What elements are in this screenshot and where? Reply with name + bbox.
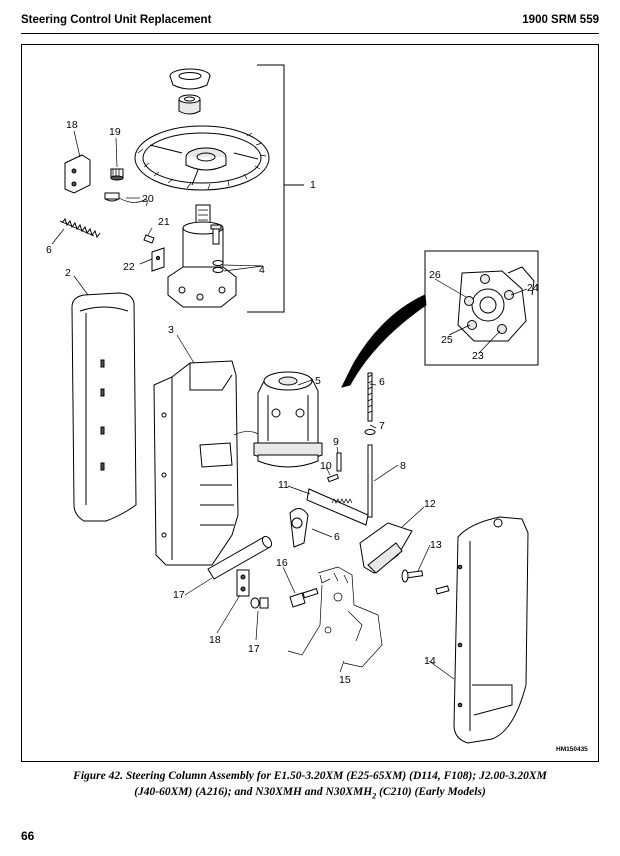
callout-6-rod: 6 (379, 376, 385, 388)
drawing-number: HM150435 (556, 746, 588, 753)
callout-4: 4 (259, 264, 265, 276)
header-section-title: Steering Control Unit Replacement (21, 14, 212, 26)
part-23-clip (143, 234, 155, 244)
callout-18: 18 (209, 634, 221, 646)
bolt-16 (289, 588, 319, 608)
figure-caption: Figure 42. Steering Column Assembly for … (21, 768, 599, 804)
callout-10: 10 (320, 460, 332, 472)
tilt-pedal (359, 522, 413, 574)
steering-cap (169, 68, 211, 90)
tilt-rod (364, 372, 376, 518)
header-rule (21, 33, 599, 34)
callout-8: 8 (400, 460, 406, 472)
callout-25: 23 (472, 350, 484, 362)
callout-17: 17 (248, 643, 260, 655)
pin-9 (336, 452, 342, 472)
part-24-bracket (151, 247, 165, 272)
caption-line-1: Figure 42. Steering Column Assembly for … (73, 770, 547, 782)
callout-9: 9 (333, 436, 339, 448)
callout-11: 11 (278, 479, 289, 491)
callout-19: 17 (173, 589, 185, 601)
column-frame (153, 360, 273, 566)
assembly-bracket (247, 64, 304, 313)
callout-23: 21 (158, 216, 170, 228)
callout-2: 2 (65, 267, 71, 279)
steering-column-diagram: 18 19 20 21 22 1 4 6 2 3 5 6 7 8 9 10 11… (46, 64, 588, 753)
callout-20: 18 (66, 119, 78, 131)
callout-7: 7 (379, 420, 385, 432)
steering-wheel (134, 125, 270, 191)
right-cover-panel (435, 516, 529, 744)
inset-detail (424, 250, 539, 366)
callout-28: 26 (429, 269, 441, 281)
part-22-switch (104, 192, 148, 207)
caption-subscript: 2 (372, 791, 377, 801)
callout-13: 13 (430, 539, 442, 551)
page-number: 66 (21, 829, 35, 843)
callout-15: 15 (339, 674, 351, 686)
callout-6-upper: 6 (46, 244, 52, 256)
caption-line-2: (J40-60XM) (A216); and N30XMH and N30XMH… (21, 784, 599, 804)
steering-column-base (167, 204, 237, 308)
detail-pointer (341, 294, 427, 388)
coil-spring (289, 508, 309, 548)
header-manual-number: 1900 SRM 559 (522, 14, 599, 26)
callout-16: 16 (276, 557, 288, 569)
callout-labels: 18 19 20 21 22 1 4 6 2 3 5 6 7 8 9 10 11… (46, 119, 588, 753)
callout-21: 19 (109, 126, 121, 138)
figure-frame (21, 44, 599, 762)
callout-12: 12 (424, 498, 436, 510)
pedal-bracket-assembly (287, 566, 383, 668)
callout-14: 14 (424, 655, 436, 667)
callout-22: 20 (142, 193, 154, 205)
callout-6-spring: 6 (334, 531, 340, 543)
caption-line-2-start: (J40-60XM) (A216); and N30XMH and N30XMH (134, 786, 373, 798)
callout-26: 24 (527, 282, 539, 294)
steering-nut (178, 94, 201, 115)
left-cover-panel (71, 292, 137, 522)
part-21-knob (110, 168, 124, 181)
tilt-lever (306, 488, 369, 526)
callout-5: 5 (315, 375, 321, 387)
upper-spring (59, 217, 101, 239)
callout-3: 3 (168, 324, 174, 336)
leader-lines (51, 130, 528, 680)
plate-18 (236, 569, 250, 597)
callout-24: 22 (123, 261, 135, 273)
caption-line-2-end: (C210) (Early Models) (376, 786, 486, 798)
pin-10 (326, 473, 340, 483)
callout-27: 25 (441, 334, 453, 346)
steering-control-unit (253, 371, 323, 468)
mounting-bolt-washers (210, 224, 224, 273)
callout-1: 1 (310, 179, 316, 191)
bolt-13 (401, 569, 424, 583)
part-20-cover (64, 154, 91, 194)
tube-19 (207, 535, 273, 580)
washer-17 (250, 597, 269, 609)
